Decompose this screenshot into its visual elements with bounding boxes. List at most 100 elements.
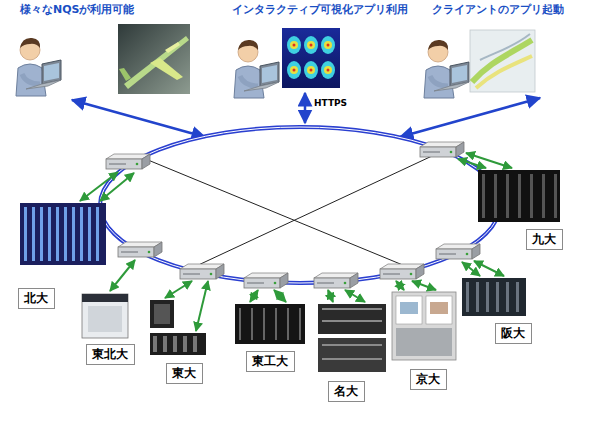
server-symbol bbox=[118, 242, 162, 257]
cloud-shape bbox=[236, 366, 275, 405]
cloud-shape bbox=[46, 247, 114, 315]
cloud-shape bbox=[46, 152, 112, 218]
supercomputer bbox=[318, 338, 386, 372]
local-link bbox=[165, 281, 192, 298]
cloud-shape bbox=[237, 368, 273, 404]
cloud-shape bbox=[434, 333, 468, 367]
cloud-shape bbox=[11, 152, 150, 314]
cloud-shape bbox=[520, 143, 573, 196]
cloud-shape bbox=[422, 266, 461, 305]
cloud-shape bbox=[450, 234, 546, 370]
university-label: 東工大 bbox=[246, 351, 295, 372]
cloud-shape bbox=[73, 240, 135, 302]
supercomputer bbox=[396, 296, 422, 324]
cloud-shape bbox=[424, 267, 460, 303]
supercomputer bbox=[82, 294, 128, 302]
cloud-shape bbox=[309, 264, 393, 422]
supercomputer bbox=[518, 174, 521, 218]
cloud-shape bbox=[448, 233, 546, 371]
cloud-shape bbox=[492, 244, 534, 286]
local-link bbox=[412, 281, 436, 290]
airplane-render bbox=[150, 58, 183, 80]
cloud-shape bbox=[448, 293, 495, 340]
cloud-shape bbox=[443, 131, 595, 269]
label-holder: 様々なNQSが利用可能 bbox=[20, 3, 134, 17]
cloud-shape bbox=[85, 236, 142, 293]
cloud-shape bbox=[314, 271, 388, 415]
cloud-shape bbox=[9, 151, 150, 315]
local-link bbox=[100, 173, 134, 201]
supercomputer bbox=[48, 207, 51, 261]
cloud-shape bbox=[143, 310, 183, 350]
supercomputer bbox=[150, 333, 206, 355]
flow-render bbox=[470, 30, 535, 92]
cloud-shape bbox=[138, 271, 241, 417]
supercomputer bbox=[88, 207, 91, 261]
visualization-render bbox=[290, 66, 298, 74]
cloud-shape bbox=[229, 310, 263, 344]
cloud-shape bbox=[438, 130, 600, 270]
university-label: 阪大 bbox=[495, 323, 532, 344]
visualization-render bbox=[327, 44, 330, 47]
cloud-shape bbox=[272, 305, 314, 347]
server-symbol bbox=[244, 273, 288, 288]
cloud-shape bbox=[357, 344, 390, 377]
university-cloud: 東工大 bbox=[222, 268, 317, 418]
supercomputer bbox=[478, 170, 560, 222]
supercomputer bbox=[251, 308, 253, 340]
cloud-shape bbox=[85, 185, 150, 250]
cloud-shape bbox=[141, 309, 183, 351]
supercomputer bbox=[542, 174, 545, 218]
cloud-shape bbox=[486, 131, 550, 195]
cloud-shape bbox=[308, 341, 349, 382]
airplane-render bbox=[119, 68, 131, 81]
cloud-shape bbox=[450, 294, 494, 338]
cloud-shape bbox=[69, 247, 121, 299]
cloud-shape bbox=[74, 241, 134, 301]
university-cloud: 東北大 bbox=[52, 235, 177, 385]
cloud-shape bbox=[91, 220, 145, 274]
cloud-shape bbox=[534, 157, 595, 218]
cloud-shape bbox=[56, 236, 173, 384]
supercomputer bbox=[396, 328, 452, 356]
visualization-render bbox=[310, 44, 313, 47]
supercomputer bbox=[299, 308, 301, 340]
cloud-shape bbox=[406, 254, 448, 296]
cloud-shape bbox=[86, 327, 143, 384]
local-link bbox=[110, 260, 135, 291]
supercomputer bbox=[88, 306, 122, 332]
cloud-shape bbox=[147, 282, 234, 407]
cloud-shape bbox=[11, 217, 74, 280]
supercomputer bbox=[82, 294, 128, 338]
flow-render bbox=[480, 34, 530, 60]
cloud-shape bbox=[73, 164, 132, 223]
cloud-shape bbox=[451, 143, 587, 257]
supercomputer bbox=[150, 300, 174, 328]
cross-link bbox=[192, 156, 432, 268]
supercomputer bbox=[322, 320, 382, 322]
cloud-shape bbox=[451, 269, 491, 309]
cloud-shape bbox=[389, 261, 466, 405]
server-symbol bbox=[436, 244, 480, 259]
cloud-shape bbox=[430, 293, 472, 335]
cloud-shape bbox=[9, 216, 74, 281]
supercomputer bbox=[430, 302, 448, 314]
cloud-shape bbox=[500, 264, 547, 311]
cloud-shape bbox=[383, 331, 425, 373]
university-cloud: 東大 bbox=[135, 270, 245, 418]
cloud-shape bbox=[390, 262, 464, 403]
airplane-render bbox=[118, 24, 190, 94]
cloud-shape bbox=[465, 204, 518, 257]
cloud-shape bbox=[26, 165, 86, 225]
cloud-shape bbox=[87, 237, 142, 292]
protocol-label: HTTPS bbox=[313, 97, 348, 109]
supercomputer bbox=[20, 203, 106, 265]
cloud-shape bbox=[248, 373, 292, 417]
cloud-shape bbox=[164, 271, 215, 322]
cloud-shape bbox=[501, 265, 545, 309]
cloud-shape bbox=[461, 141, 519, 199]
university-label: 京大 bbox=[410, 369, 447, 390]
server-symbol bbox=[420, 142, 464, 157]
